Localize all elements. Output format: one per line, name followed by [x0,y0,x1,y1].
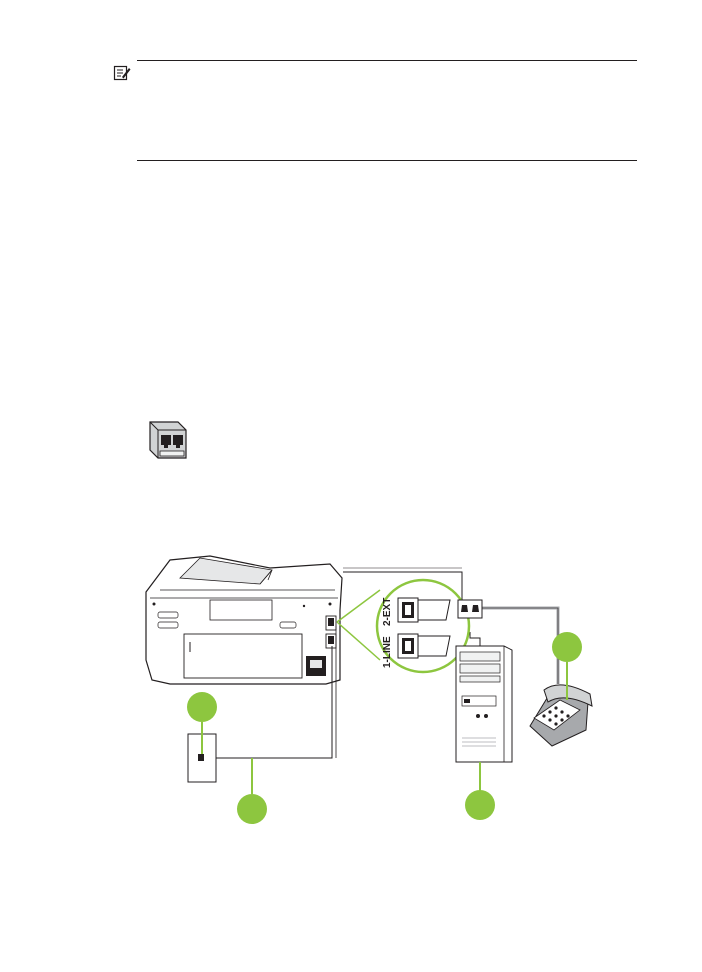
port-label-line: 1-LINE [382,636,393,668]
computer-icon [455,645,513,763]
phone-splitter-icon [140,418,190,464]
callout-telephone [552,632,582,662]
port-label-ext: 2-EXT [382,598,393,626]
callout-phone-cord [237,794,267,824]
wall-jack-icon [187,733,217,783]
note-bottom-rule [137,160,637,161]
telephone-icon [529,684,593,747]
connection-diagram: 1-LINE 2-EXT [145,555,593,794]
callout-computer [465,790,495,820]
note-icon [113,64,131,82]
callout-wall-jack [187,692,217,722]
splitter-small-icon [457,599,483,619]
note-top-rule [137,60,637,61]
port-zoom-icon [336,578,471,674]
printer-icon [145,555,343,685]
